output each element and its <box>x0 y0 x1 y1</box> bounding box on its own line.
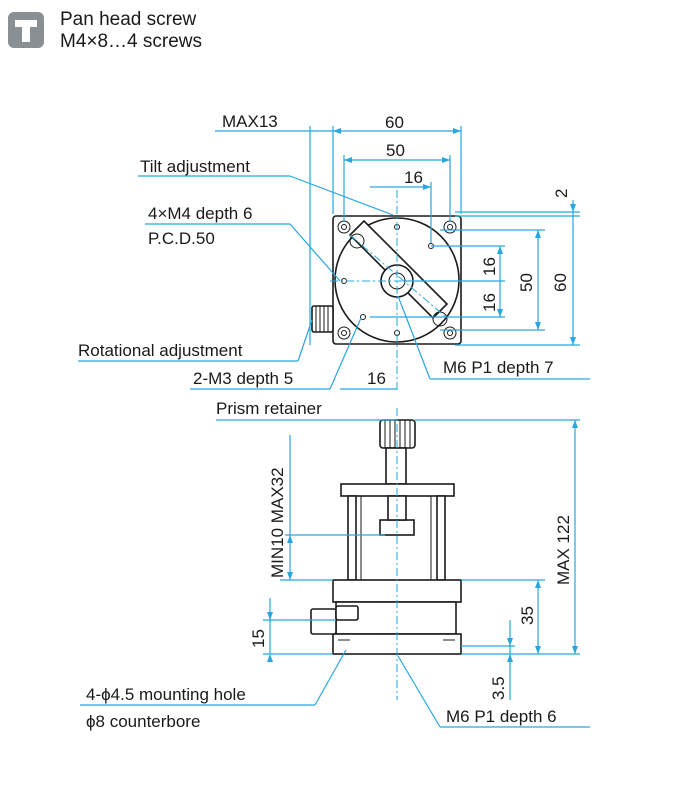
dim-width-50: 50 <box>386 141 405 160</box>
dim-min10-max32: MIN10 MAX32 <box>268 467 287 578</box>
legend-line-1: Pan head screw <box>60 9 197 30</box>
legend: Pan head screw M4×8…4 screws <box>8 4 268 52</box>
side-knob <box>310 608 337 635</box>
side-dimension-arrows <box>267 420 578 662</box>
dim-3-5: 3.5 <box>489 676 508 700</box>
dim-width-60: 60 <box>385 113 404 132</box>
side-dimensions <box>80 419 590 728</box>
counterbore-label: ϕ8 counterbore <box>86 712 200 731</box>
pan-head-screw-icon <box>8 12 44 48</box>
prism-retainer-label: Prism retainer <box>216 399 322 418</box>
corner-screws <box>337 220 457 340</box>
rotational-adjustment-label: Rotational adjustment <box>78 341 243 360</box>
m6-depth6-label: M6 P1 depth 6 <box>446 707 557 726</box>
mounting-hole-label: 4-ϕ4.5 mounting hole <box>86 685 246 704</box>
dim-v50: 50 <box>517 273 536 292</box>
top-dimensions <box>78 126 590 390</box>
top-view <box>311 190 475 390</box>
dim-35: 35 <box>518 606 537 625</box>
max13-label: MAX13 <box>222 112 278 131</box>
tilt-adjustment-label: Tilt adjustment <box>140 157 250 176</box>
dim-2: 2 <box>552 189 571 198</box>
dim-v16-a: 16 <box>480 257 499 276</box>
pcd-label: P.C.D.50 <box>148 229 215 248</box>
legend-line-2: M4×8…4 screws <box>60 31 203 52</box>
m4-depth-label: 4×M4 depth 6 <box>148 204 252 223</box>
dim-v16-b: 16 <box>480 293 499 312</box>
m6-depth7-label: M6 P1 depth 7 <box>443 358 554 377</box>
dim-15: 15 <box>249 629 268 648</box>
dim-max122: MAX 122 <box>554 515 573 585</box>
dim-width-16: 16 <box>404 168 423 187</box>
dim-bottom-16: 16 <box>367 369 386 388</box>
m3-depth-label: 2-M3 depth 5 <box>193 369 293 388</box>
side-view <box>310 408 462 700</box>
top-dimension-arrows <box>333 128 576 345</box>
rotational-knob <box>311 305 334 333</box>
dim-v60: 60 <box>551 273 570 292</box>
